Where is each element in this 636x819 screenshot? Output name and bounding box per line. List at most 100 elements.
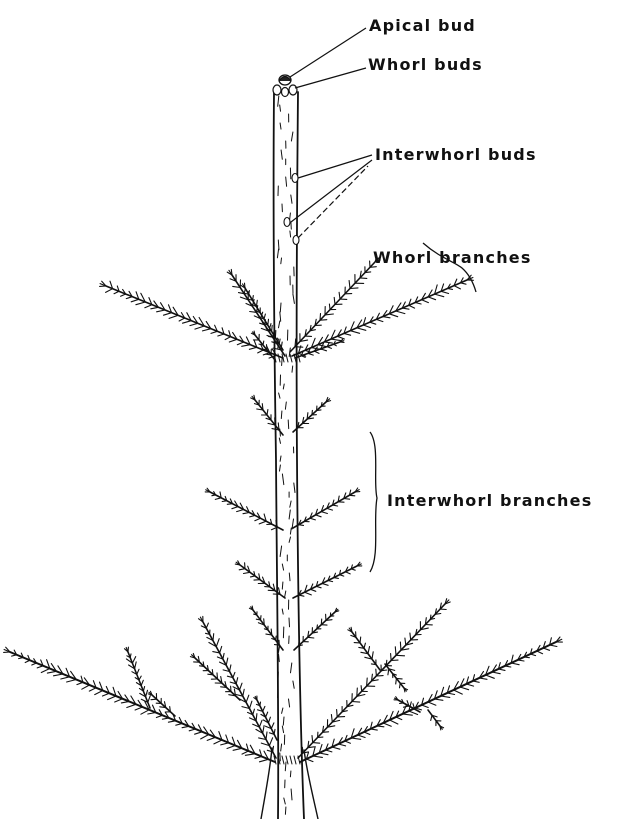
needle (231, 269, 232, 275)
whorl-node-mark (278, 354, 280, 362)
stem-mark (291, 789, 292, 800)
whorl-branch-lower-right-upper (298, 604, 445, 758)
needle (183, 321, 192, 324)
apical-bud (279, 75, 291, 85)
stem-mark (294, 483, 295, 493)
needle (313, 743, 320, 744)
needle (312, 736, 313, 743)
whorl-branch-right (292, 280, 467, 356)
stem-mark (290, 771, 291, 777)
needle (214, 740, 222, 744)
needle (395, 647, 396, 656)
needle (368, 647, 370, 654)
needle (396, 311, 405, 314)
branches-layer (10, 262, 556, 762)
stem-mark (280, 123, 281, 129)
stem-mark (282, 708, 283, 713)
needle (95, 691, 103, 695)
stem-mark (280, 465, 281, 471)
stem-mark (291, 195, 292, 203)
stem-mark (278, 672, 279, 683)
stem-mark (280, 312, 281, 321)
interwhorl-buds-label: Interwhorl buds (375, 147, 537, 163)
interwhorl-branch (210, 492, 283, 530)
interwhorl-branches-brace (370, 432, 377, 572)
stem-mark (293, 294, 295, 303)
stem-mark (285, 402, 286, 409)
whorl-buds-label: Whorl buds (368, 57, 483, 73)
needle (203, 329, 211, 331)
needle (269, 738, 272, 746)
interwhorl-branches-label: Interwhorl branches (387, 493, 592, 509)
stem-mark (280, 105, 281, 111)
stem-mark (289, 699, 290, 707)
stem-mark (291, 132, 293, 141)
needle (389, 314, 398, 317)
stem-mark (280, 456, 281, 461)
interwhorl-branch (255, 400, 283, 435)
interwhorl-branch (240, 565, 285, 598)
stem-mark (278, 96, 279, 106)
interwhorl-branch (293, 566, 357, 598)
leader-interwhorl-bud-2 (291, 160, 372, 222)
needle (435, 294, 444, 297)
stem-mark (279, 321, 280, 328)
stem-mark (283, 717, 284, 725)
stem-mark (293, 681, 294, 688)
needle (106, 289, 113, 293)
needle (246, 695, 249, 702)
stem-mark (282, 726, 283, 733)
secondary-branch (385, 664, 404, 688)
stem-mark (285, 762, 286, 771)
secondary-branch (352, 632, 380, 670)
stem-mark (281, 258, 282, 264)
needle (486, 675, 495, 678)
stem-mark (280, 753, 281, 761)
needle (145, 305, 152, 308)
stem-mark (288, 420, 289, 429)
needle (410, 633, 411, 640)
needle (337, 710, 338, 717)
needle (454, 690, 463, 694)
stem-mark (292, 366, 293, 372)
needle (352, 702, 360, 703)
stem-mark (281, 744, 282, 751)
whorl-node-mark (282, 756, 284, 764)
stem-mark (278, 645, 279, 653)
stem-mark (289, 573, 290, 581)
stem-mark (283, 384, 284, 389)
interwhorl-branch (293, 402, 326, 432)
needle (360, 278, 367, 279)
stem-mark (290, 501, 291, 507)
leader-whorl-buds (295, 68, 366, 88)
needle (409, 711, 418, 715)
stem-mark (279, 393, 280, 398)
whorl-branches-label: Whorl branches (373, 250, 532, 266)
apical-bud-label: Apical bud (369, 18, 476, 34)
stem-mark (285, 591, 286, 598)
stem-mark (290, 231, 291, 237)
interwhorl-branch (294, 612, 335, 650)
needle (396, 655, 405, 656)
needle (169, 315, 178, 318)
interwhorl-branch (293, 492, 355, 528)
needle (216, 639, 219, 647)
stem-mark (282, 357, 283, 366)
needle (357, 328, 366, 330)
whorl-buds (273, 85, 297, 97)
stem-mark (289, 510, 290, 519)
stem-mark (289, 618, 290, 627)
stem-mark (280, 546, 282, 557)
needle (390, 720, 398, 724)
needle (240, 683, 243, 690)
secondary-branch (128, 652, 150, 708)
needle (349, 281, 350, 289)
stem-mark (279, 438, 280, 443)
stem-mark (281, 150, 282, 159)
needle (259, 720, 262, 727)
main-stem (261, 92, 318, 819)
needle (195, 326, 204, 329)
stem-mark (289, 537, 290, 542)
whorl-node-mark (290, 756, 292, 764)
